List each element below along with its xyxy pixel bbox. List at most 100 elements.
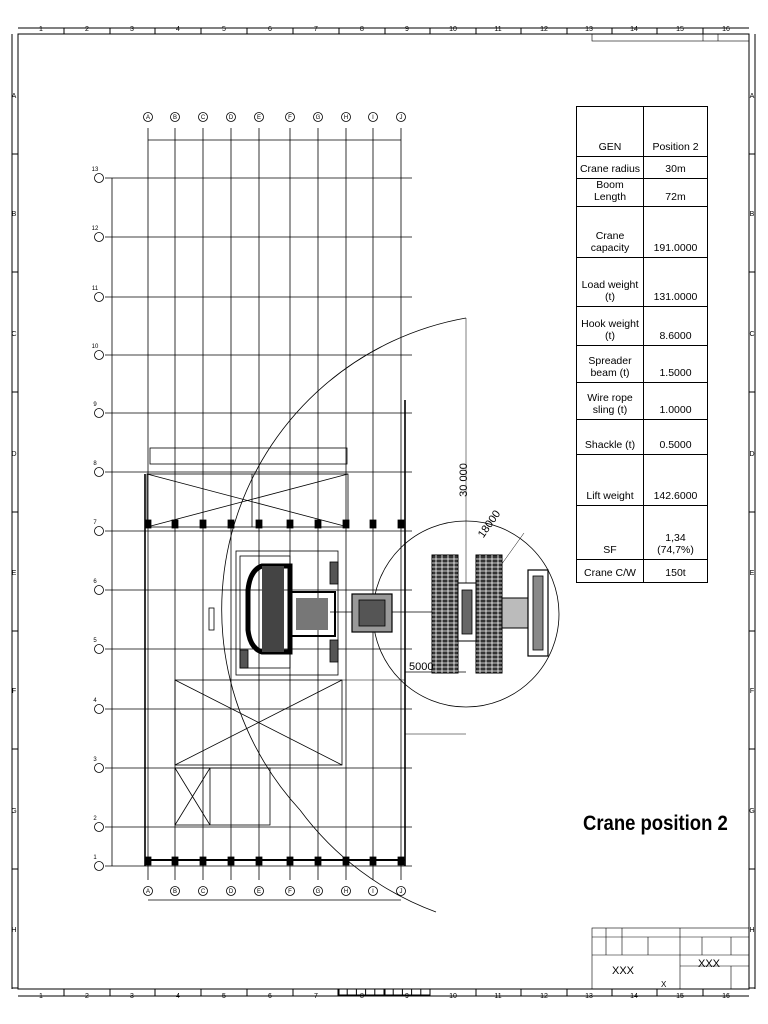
grid-column-label: D bbox=[229, 115, 234, 121]
grid-column-label: E bbox=[257, 115, 261, 121]
row-key: Lift weight bbox=[576, 454, 644, 506]
grid-row-label: 1 bbox=[93, 855, 97, 861]
border-column-label: 2 bbox=[85, 993, 89, 1000]
row-key: Crane capacity bbox=[576, 206, 644, 258]
grid-row-label: 5 bbox=[93, 638, 97, 644]
grid-column-label: B bbox=[173, 115, 177, 121]
border-labels: 1122334455667788991010111112121313141415… bbox=[11, 26, 754, 1000]
grid-column-label: G bbox=[316, 889, 321, 895]
border-column-label: 2 bbox=[85, 26, 89, 33]
row-value: 72m bbox=[643, 178, 708, 207]
grid-column-label: E bbox=[257, 889, 261, 895]
row-key: Wire rope sling (t) bbox=[576, 382, 644, 420]
border-ticks bbox=[11, 27, 756, 997]
grid-bubble bbox=[226, 886, 236, 896]
border-column-label: 6 bbox=[268, 993, 272, 1000]
title-block-drawing-no: XXX bbox=[612, 965, 635, 977]
grid-bubble bbox=[94, 292, 104, 302]
grid-bubble bbox=[94, 232, 104, 242]
border-column-label: 5 bbox=[222, 26, 226, 33]
grid-bubble bbox=[254, 886, 264, 896]
row-value: 1.0000 bbox=[643, 382, 708, 420]
grid-bubble bbox=[94, 408, 104, 418]
row-value: 8.6000 bbox=[643, 306, 708, 346]
border-row-label: D bbox=[11, 451, 16, 458]
grid-column-label: D bbox=[229, 889, 234, 895]
row-value: 0.5000 bbox=[643, 419, 708, 455]
border-row-label: E bbox=[750, 570, 755, 577]
existing-module bbox=[245, 563, 336, 655]
building-outline bbox=[146, 447, 349, 826]
border-column-label: 9 bbox=[405, 993, 409, 1000]
row-value: 30m bbox=[643, 156, 708, 179]
grid-row-label: 7 bbox=[93, 520, 97, 526]
grid-column-label: G bbox=[316, 115, 321, 121]
grid-bubble bbox=[94, 822, 104, 832]
border-column-label: 16 bbox=[722, 26, 730, 33]
border-column-label: 8 bbox=[360, 993, 364, 1000]
border-column-label: 12 bbox=[540, 993, 548, 1000]
grid-row-label: 4 bbox=[93, 698, 97, 704]
grid-row-label: 10 bbox=[92, 344, 99, 350]
row-value: 150t bbox=[643, 559, 708, 583]
inner-radius-dimension: 18000 bbox=[476, 508, 503, 540]
border-column-label: 8 bbox=[360, 26, 364, 33]
row-key: Load weight (t) bbox=[576, 257, 644, 307]
border-column-label: 11 bbox=[494, 993, 501, 1000]
row-value: 1.5000 bbox=[643, 345, 708, 383]
grid-column-label: A bbox=[146, 115, 150, 121]
row-value: 131.0000 bbox=[643, 257, 708, 307]
structural-grid bbox=[94, 112, 412, 901]
table-header-key: GEN bbox=[576, 106, 644, 157]
row-key: Shackle (t) bbox=[576, 419, 644, 455]
grid-bubble bbox=[94, 467, 104, 477]
border-row-label: G bbox=[749, 808, 754, 815]
border-row-label: H bbox=[749, 927, 754, 934]
border-column-label: 16 bbox=[722, 993, 730, 1000]
border-column-label: 7 bbox=[314, 26, 318, 33]
grid-column-label: A bbox=[146, 889, 150, 895]
grid-row-label: 12 bbox=[92, 226, 99, 232]
grid-bubble bbox=[313, 886, 323, 896]
border-row-label: A bbox=[12, 93, 17, 100]
row-key: SF bbox=[576, 505, 644, 560]
title-block-mark: X bbox=[661, 980, 667, 989]
grid-bubble bbox=[94, 350, 104, 360]
grid-column-label: I bbox=[372, 115, 374, 121]
grid-bubble bbox=[94, 861, 104, 871]
grid-column-label: H bbox=[344, 115, 348, 121]
crane-plan bbox=[221, 317, 560, 913]
border-row-label: D bbox=[749, 451, 754, 458]
border-column-label: 10 bbox=[449, 993, 457, 1000]
grid-bubble bbox=[198, 886, 208, 896]
grid-bubble bbox=[94, 173, 104, 183]
grid-row-label: 6 bbox=[93, 579, 97, 585]
grid-bubble bbox=[368, 112, 378, 122]
grid-bubble bbox=[143, 886, 153, 896]
grid-row-label: 9 bbox=[93, 402, 97, 408]
row-key: Spreader beam (t) bbox=[576, 345, 644, 383]
border-column-label: 1 bbox=[39, 26, 43, 33]
grid-column-label: I bbox=[372, 889, 374, 895]
grid-column-label: C bbox=[201, 889, 206, 895]
grid-column-label: F bbox=[288, 115, 292, 121]
grid-column-label: F bbox=[288, 889, 292, 895]
border-column-label: 11 bbox=[494, 26, 501, 33]
border-column-label: 3 bbox=[130, 26, 134, 33]
grid-bubble bbox=[198, 112, 208, 122]
grid-bubble bbox=[368, 886, 378, 896]
grid-bubble bbox=[341, 112, 351, 122]
row-key: Hook weight (t) bbox=[576, 306, 644, 346]
grid-bubble bbox=[313, 112, 323, 122]
grid-row-label: 13 bbox=[92, 167, 99, 173]
border-column-label: 9 bbox=[405, 26, 409, 33]
grid-bubble bbox=[170, 112, 180, 122]
border-row-label: F bbox=[750, 688, 754, 695]
border-column-label: 3 bbox=[130, 993, 134, 1000]
border-row-label: H bbox=[11, 927, 16, 934]
grid-bubble bbox=[94, 644, 104, 654]
row-value: 1,34 (74,7%) bbox=[643, 505, 708, 560]
title-block-revision: XXX bbox=[698, 958, 721, 970]
